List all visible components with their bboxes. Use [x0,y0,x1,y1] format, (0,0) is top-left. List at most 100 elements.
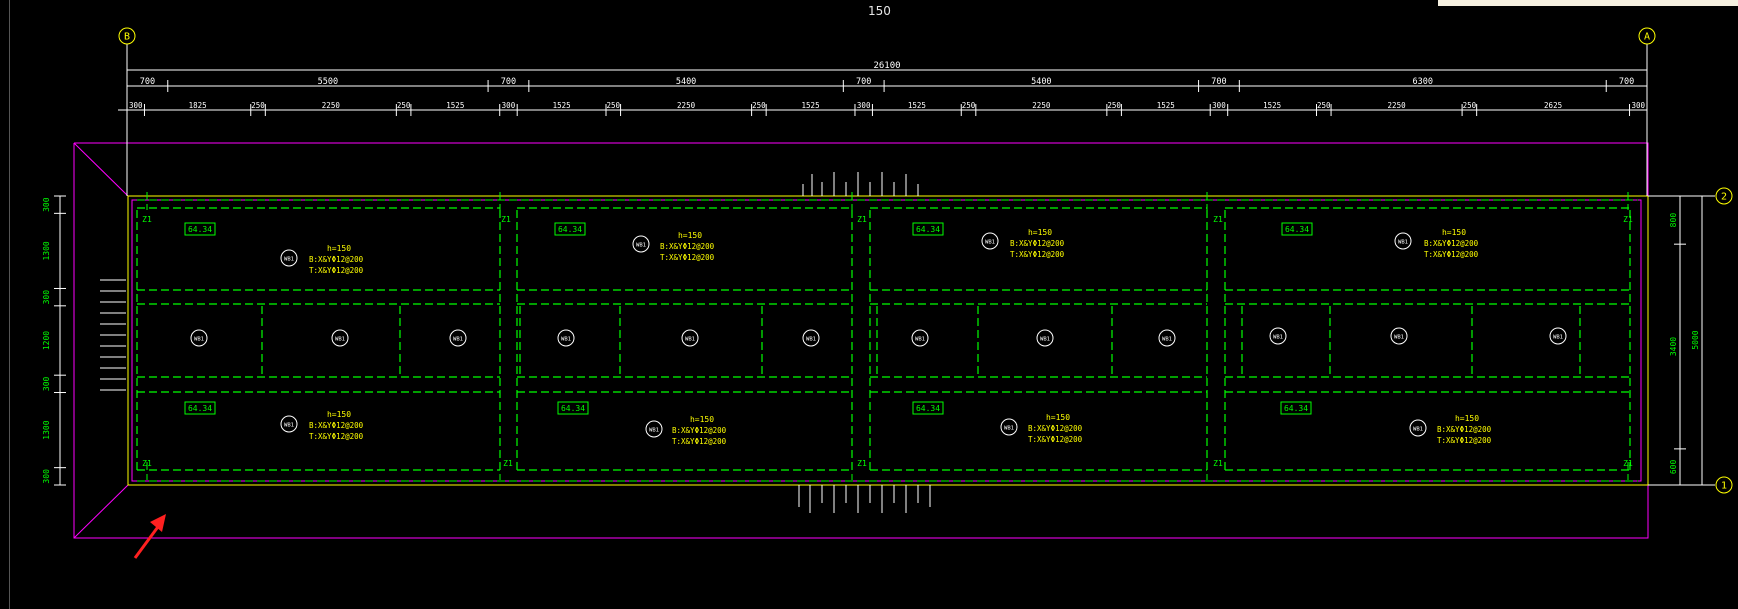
column-label-z1: Z1 [857,459,867,468]
sub-dim-text: 250 [962,101,976,110]
column-label-z1: Z1 [501,215,511,224]
sub-dim-text: 1525 [908,101,926,110]
wb1-bubble [802,329,820,347]
slab-top-rebar-text: T:X&YΦ12@200 [672,437,727,446]
wb1-label: WB1 [284,423,294,429]
wb1-label: WB1 [1004,426,1014,432]
left-dim-text: 300 [42,290,51,305]
slab-top-rebar-text: T:X&YΦ12@200 [309,432,364,441]
slab-thickness-text: h=150 [1442,228,1466,237]
sub-dim-text: 250 [1463,101,1477,110]
wb1-label: WB1 [1398,240,1408,246]
elevation-box [554,222,586,236]
properties-panel-edge [1438,0,1738,6]
axis-2-label: 2 [1721,192,1727,203]
slab-top-rebar-text: T:X&YΦ12@200 [1028,435,1083,444]
top-dimension-label: 150 [868,4,891,18]
wb1-bubble [190,329,208,347]
slab-thickness-text: h=150 [678,231,702,240]
elevation-label: 64.34 [558,225,582,234]
elevation-label: 64.34 [188,225,212,234]
slab-bottom-rebar-text: B:X&YΦ12@200 [660,242,715,251]
sub-dim-text: 1525 [446,101,464,110]
wb1-bubble [1549,327,1567,345]
axis-2-bubble [1715,187,1733,205]
wb1-bubble [449,329,467,347]
column-label-z1: Z1 [142,215,152,224]
wb1-bubble [645,420,663,438]
wb1-label: WB1 [194,337,204,343]
slab-top-rebar-text: T:X&YΦ12@200 [1424,250,1479,259]
right-dim-text: 600 [1669,460,1678,475]
right-dim-total: 5000 [1691,330,1700,349]
sub-dim-text: 2625 [1544,101,1562,110]
right-dim-text: 800 [1669,213,1678,228]
slab-thickness-text: h=150 [690,415,714,424]
left-dim-text: 300 [42,197,51,212]
elevation-label: 64.34 [916,404,940,413]
wb1-label: WB1 [561,337,571,343]
elevation-label: 64.34 [188,404,212,413]
sub-dim-text: 2250 [677,101,696,110]
wb1-bubble [632,235,650,253]
left-dim-text: 1200 [42,331,51,350]
axis-a-bubble [1638,27,1656,45]
sub-dim-text: 1525 [553,101,571,110]
wall-outline [127,195,1649,486]
elevation-box [1281,222,1313,236]
wb1-label: WB1 [985,240,995,246]
elevation-label: 64.34 [916,225,940,234]
slab-top-rebar-text: T:X&YΦ12@200 [1010,250,1065,259]
sub-dim-text: 1525 [1157,101,1175,110]
axis-b-bubble [118,27,136,45]
wb1-label: WB1 [649,428,659,434]
sub-dim-text: 300 [1212,101,1226,110]
left-dim-text: 300 [42,469,51,484]
wb1-label: WB1 [1394,335,1404,341]
wb1-bubble [280,249,298,267]
top-dim-text: 6300 [1413,77,1433,87]
wb1-bubble [911,329,929,347]
slab-top-rebar-text: T:X&YΦ12@200 [1437,436,1492,445]
left-dim-text: 300 [42,376,51,391]
column-label-z1: Z1 [1213,459,1223,468]
axis-b-label: B [124,32,130,43]
wb1-bubble [981,232,999,250]
axis-a-label: A [1644,32,1650,43]
wb1-label: WB1 [685,337,695,343]
sub-dim-text: 2250 [322,101,341,110]
slab-thickness-text: h=150 [327,244,351,253]
wb1-bubble [1036,329,1054,347]
wb1-label: WB1 [1273,335,1283,341]
column-label-z1: Z1 [1623,459,1633,468]
slab-bottom-rebar-text: B:X&YΦ12@200 [1437,425,1492,434]
top-dim-text: 700 [140,77,155,87]
sub-dim-text: 2250 [1032,101,1051,110]
slab-top-rebar-text: T:X&YΦ12@200 [660,253,715,262]
wb1-bubble [681,329,699,347]
elevation-label: 64.34 [561,404,585,413]
sub-dim-text: 1825 [189,101,207,110]
wb1-label: WB1 [1413,427,1423,433]
wb1-bubble [1000,418,1018,436]
left-dim-text: 1300 [42,420,51,439]
sub-dim-text: 250 [1317,101,1331,110]
slab-thickness-text: h=150 [1455,414,1479,423]
slab-bottom-rebar-text: B:X&YΦ12@200 [309,255,364,264]
sub-dim-text: 300 [1631,101,1645,110]
wb1-label: WB1 [284,257,294,263]
right-dim-text: 3400 [1669,337,1678,356]
sub-dim-text: 1525 [1263,101,1281,110]
slab-thickness-text: h=150 [327,410,351,419]
wb1-label: WB1 [915,337,925,343]
slab-thickness-text: h=150 [1028,228,1052,237]
elevation-box [184,222,216,236]
chamfer-bottom [73,484,129,539]
sub-dim-text: 250 [607,101,621,110]
elevation-box [557,401,589,415]
elevation-box [912,222,944,236]
wb1-bubble [1390,327,1408,345]
slab-bottom-rebar-text: B:X&YΦ12@200 [672,426,727,435]
